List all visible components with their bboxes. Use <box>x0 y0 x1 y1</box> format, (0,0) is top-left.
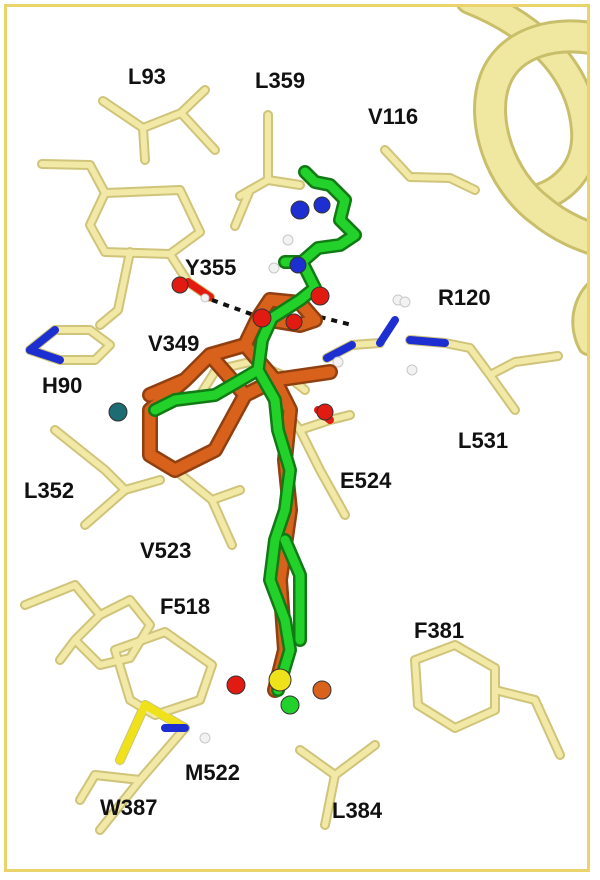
label-M522: M522 <box>185 760 241 785</box>
label-R120: R120 <box>438 285 491 310</box>
label-L359: L359 <box>255 68 306 93</box>
label-L93: L93 <box>128 64 166 89</box>
label-V349: V349 <box>148 331 200 356</box>
ligand-atoms <box>108 196 334 715</box>
label-W387: W387 <box>100 795 158 820</box>
label-F518: F518 <box>160 594 211 619</box>
label-L384: L384 <box>332 798 383 823</box>
label-V523: V523 <box>140 538 192 563</box>
helix-ribbon <box>456 7 587 356</box>
label-H90: H90 <box>42 373 83 398</box>
hydrogen-atoms <box>199 234 418 744</box>
label-F381: F381 <box>414 618 465 643</box>
label-L352: L352 <box>24 478 75 503</box>
label-L531: L531 <box>458 428 509 453</box>
label-E524: E524 <box>340 468 392 493</box>
label-Y355: Y355 <box>185 255 237 280</box>
label-V116: V116 <box>368 104 419 129</box>
hydrogen-bonds <box>211 298 353 327</box>
